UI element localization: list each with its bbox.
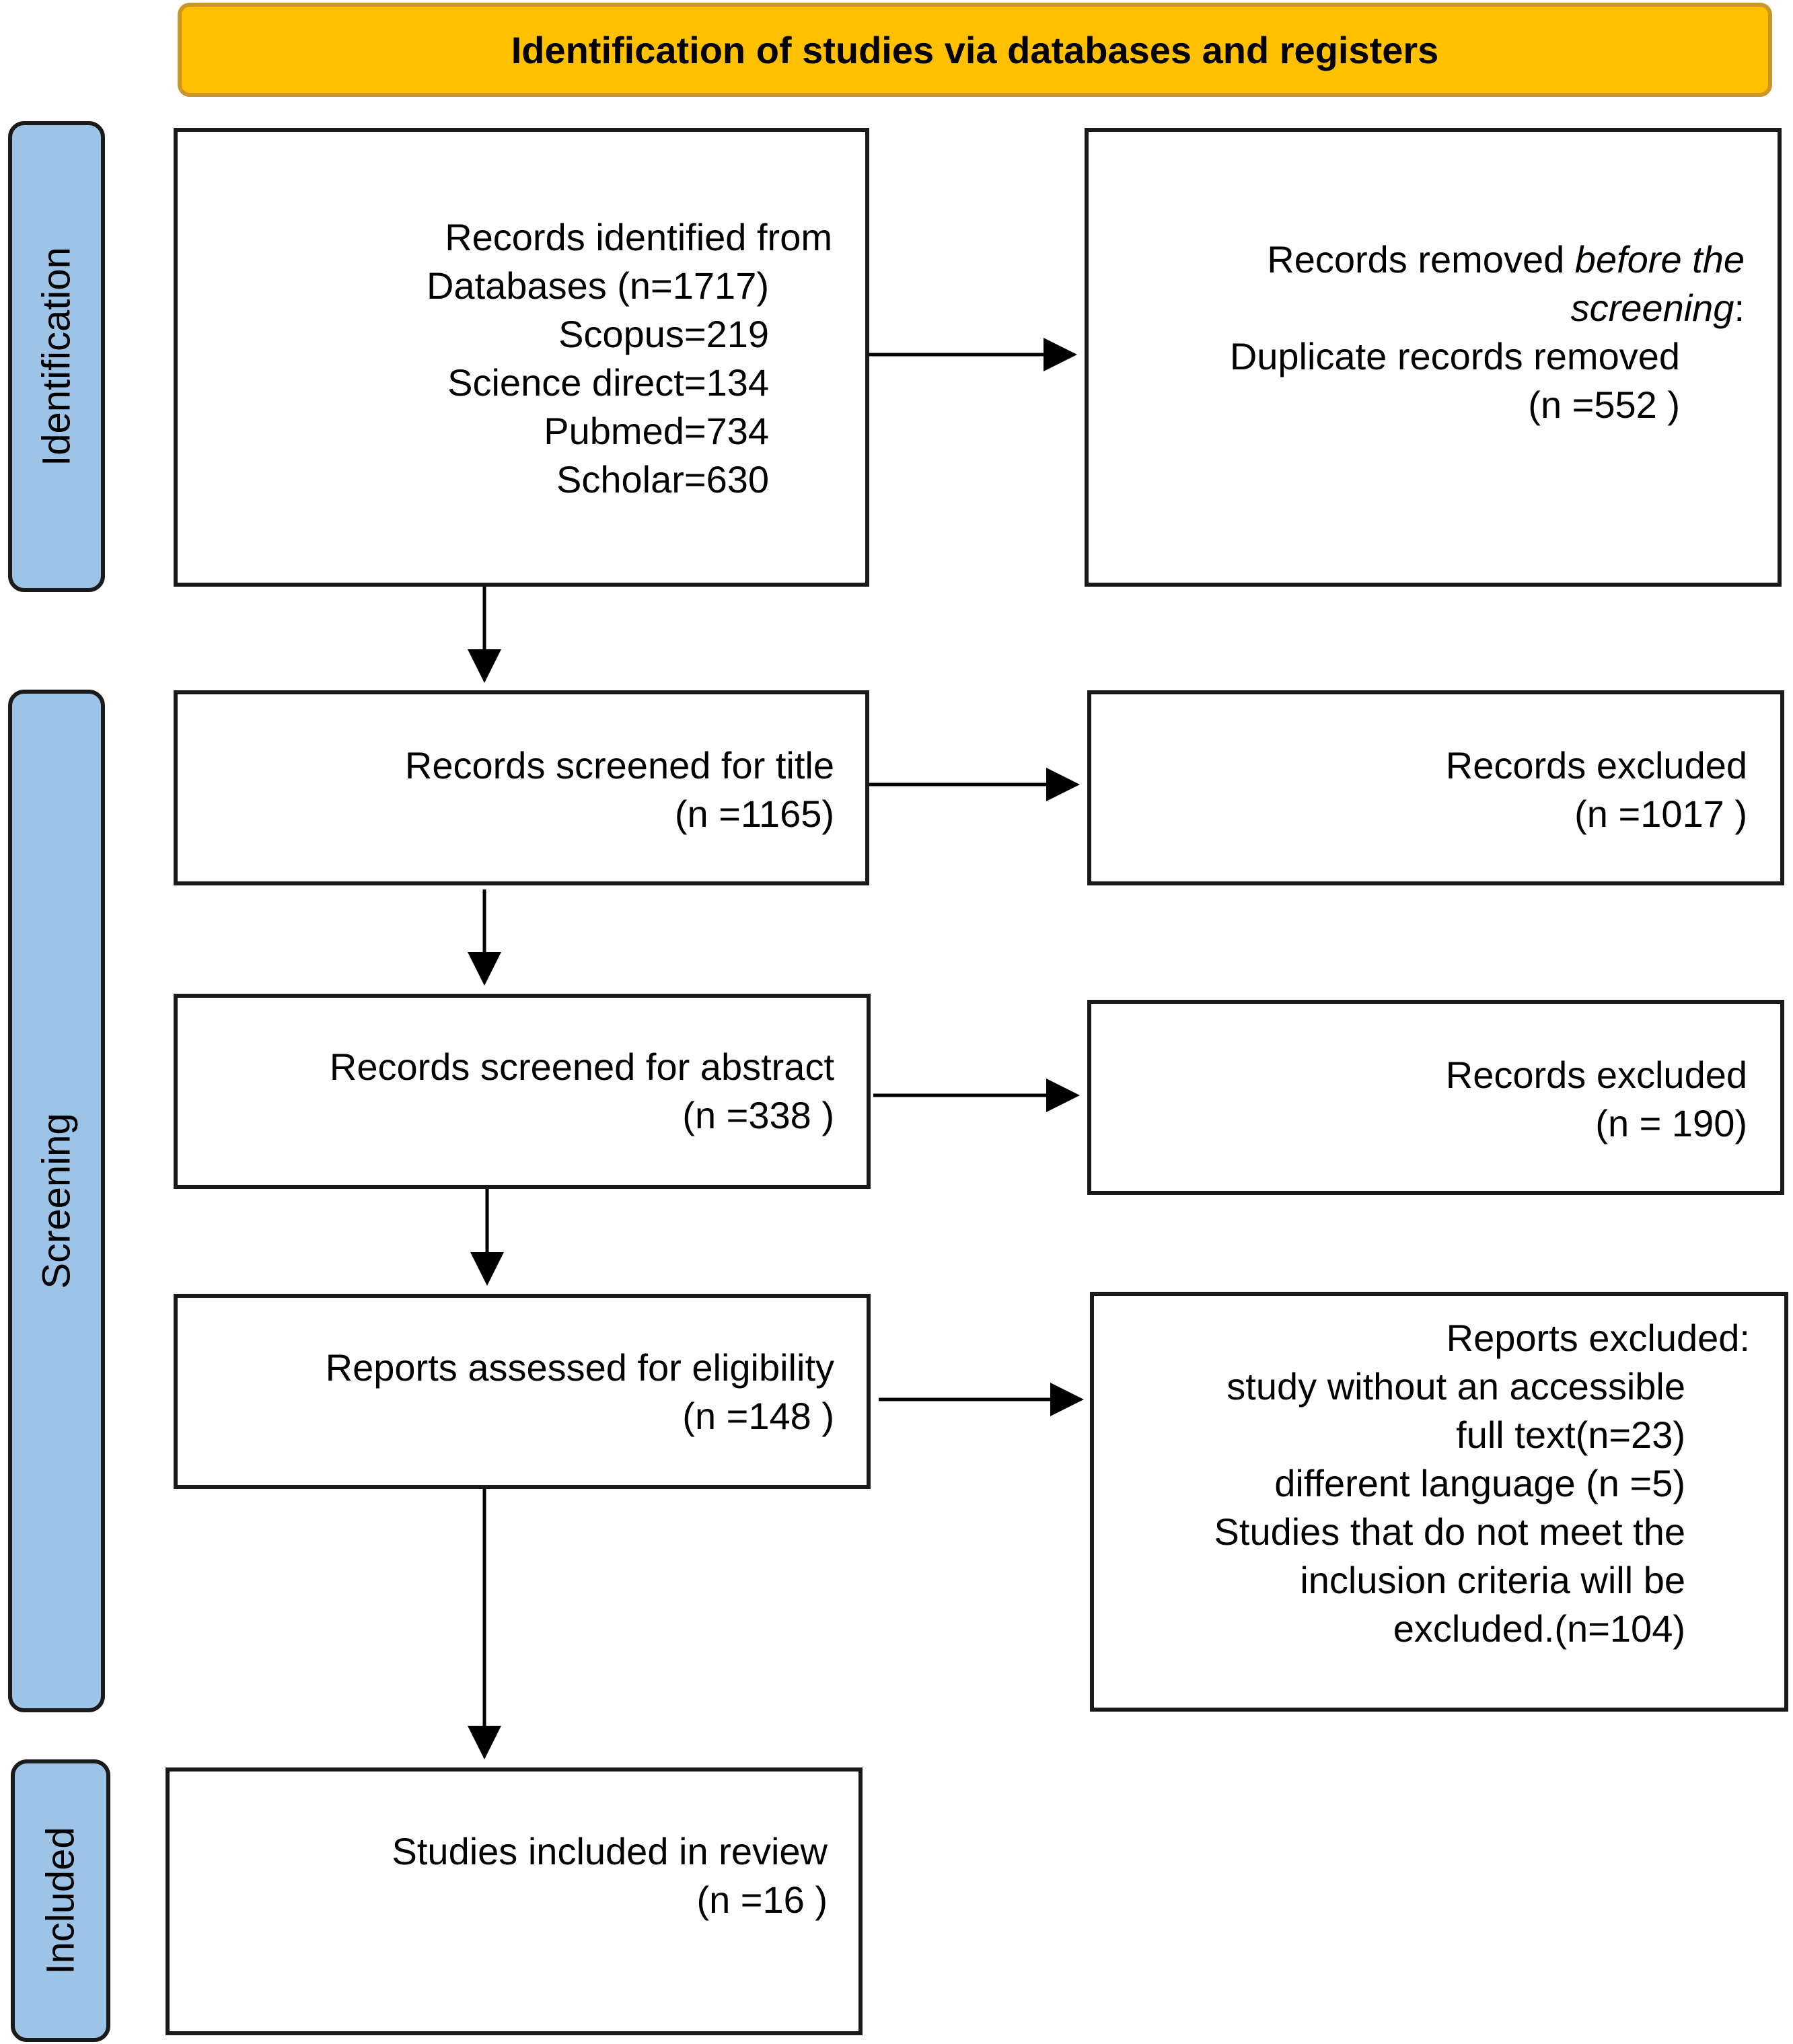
records-removed-line-1: Records removed before the <box>1267 238 1745 281</box>
reports-excluded-box <box>1090 1292 1788 1712</box>
header-title: Identification of studies via databases … <box>511 28 1439 71</box>
assessed-eligibility-line-2: (n =148 ) <box>682 1395 834 1437</box>
screened-abstract-box <box>174 994 871 1189</box>
excluded-title-box <box>1087 690 1784 885</box>
reports-excluded-line-2: study without an accessible <box>1227 1365 1685 1408</box>
records-identified-line-5: Pubmed=734 <box>544 410 769 452</box>
phase-screening: Screening <box>8 690 105 1712</box>
excluded-title-text: Records excluded (n =1017 ) <box>1446 741 1747 838</box>
included-review-line-2: (n =16 ) <box>696 1878 828 1921</box>
records-identified-databases: Databases (n=1717) Scopus=219 Science di… <box>427 262 769 504</box>
screened-title-text: Records screened for title (n =1165) <box>405 741 834 838</box>
screened-abstract-text: Records screened for abstract (n =338 ) <box>330 1043 834 1140</box>
phase-included: Included <box>11 1759 110 2042</box>
excluded-abstract-line-1: Records excluded <box>1445 1054 1747 1096</box>
reports-excluded-line-3: full text(n=23) <box>1456 1414 1685 1456</box>
screened-title-box <box>174 690 869 885</box>
reports-excluded-header: Reports excluded: <box>1447 1314 1750 1362</box>
included-review-text: Studies included in review (n =16 ) <box>392 1827 828 1924</box>
screened-title-line-2: (n =1165) <box>674 793 834 835</box>
reports-excluded-line-7: excluded.(n=104) <box>1393 1607 1685 1650</box>
excluded-title-line-2: (n =1017 ) <box>1574 793 1747 835</box>
reports-excluded-line-1: Reports excluded: <box>1446 1317 1750 1359</box>
records-identified-text: Records identified from <box>445 213 832 262</box>
records-removed-text-top: Records removed before the screening: <box>1267 235 1745 332</box>
assessed-eligibility-text: Reports assessed for eligibility (n =148… <box>326 1344 834 1440</box>
screened-title-line-1: Records screened for title <box>404 744 834 787</box>
phase-identification: Identification <box>8 121 105 592</box>
records-identified-line-6: Scholar=630 <box>556 458 769 501</box>
header-banner: Identification of studies via databases … <box>178 3 1772 97</box>
screened-abstract-line-1: Records screened for abstract <box>329 1046 834 1088</box>
screened-abstract-line-2: (n =338 ) <box>682 1094 834 1136</box>
records-removed-box <box>1085 128 1782 587</box>
assessed-eligibility-line-1: Reports assessed for eligibility <box>325 1346 834 1389</box>
included-review-box <box>166 1767 863 2035</box>
records-identified-line-3: Scopus=219 <box>558 313 769 355</box>
records-identified-line-1: Records identified from <box>445 216 832 258</box>
records-identified-line-2: Databases (n=1717) <box>426 264 769 307</box>
records-removed-line-2: screening: <box>1570 287 1745 329</box>
included-review-line-1: Studies included in review <box>392 1830 828 1872</box>
records-identified-box <box>174 128 869 587</box>
reports-excluded-line-5: Studies that do not meet the <box>1214 1510 1685 1553</box>
reports-excluded-reasons: study without an accessible full text(n=… <box>1214 1362 1685 1653</box>
records-removed-line-3: Duplicate records removed <box>1229 335 1680 377</box>
records-removed-line-4: (n =552 ) <box>1528 384 1680 426</box>
assessed-eligibility-box <box>174 1294 871 1489</box>
records-identified-line-4: Science direct=134 <box>447 361 769 404</box>
excluded-abstract-box <box>1087 1000 1784 1195</box>
excluded-title-line-1: Records excluded <box>1445 744 1747 787</box>
excluded-abstract-line-2: (n = 190) <box>1595 1102 1747 1144</box>
reports-excluded-line-6: inclusion criteria will be <box>1300 1559 1685 1601</box>
excluded-abstract-text: Records excluded (n = 190) <box>1446 1051 1747 1148</box>
reports-excluded-line-4: different language (n =5) <box>1274 1462 1685 1504</box>
records-removed-text-bottom: Duplicate records removed (n =552 ) <box>1230 332 1680 429</box>
